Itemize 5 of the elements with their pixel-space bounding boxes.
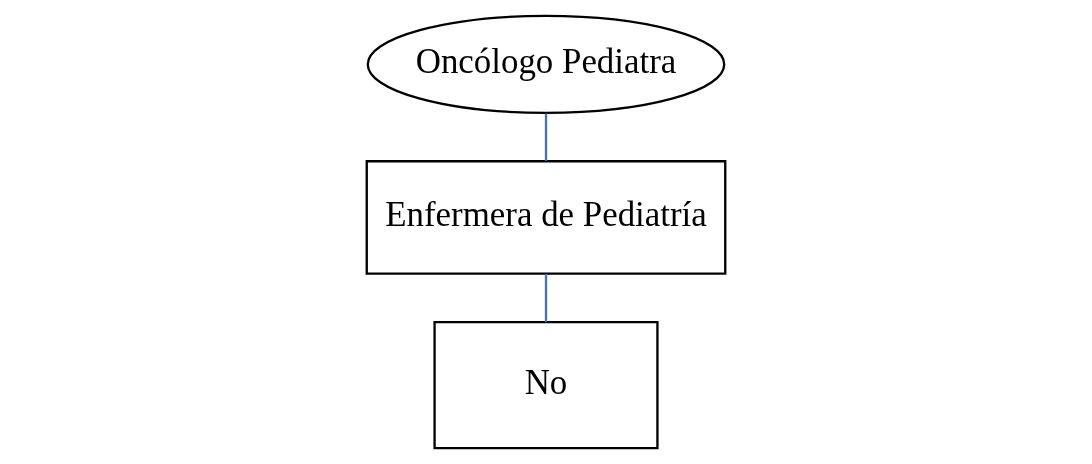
node-box: No [433, 320, 659, 450]
connector [544, 273, 548, 323]
node-ellipse: Oncólogo Pediatra [366, 14, 726, 114]
node-box: Enfermera de Pediatría [365, 160, 727, 275]
connector [544, 113, 548, 161]
